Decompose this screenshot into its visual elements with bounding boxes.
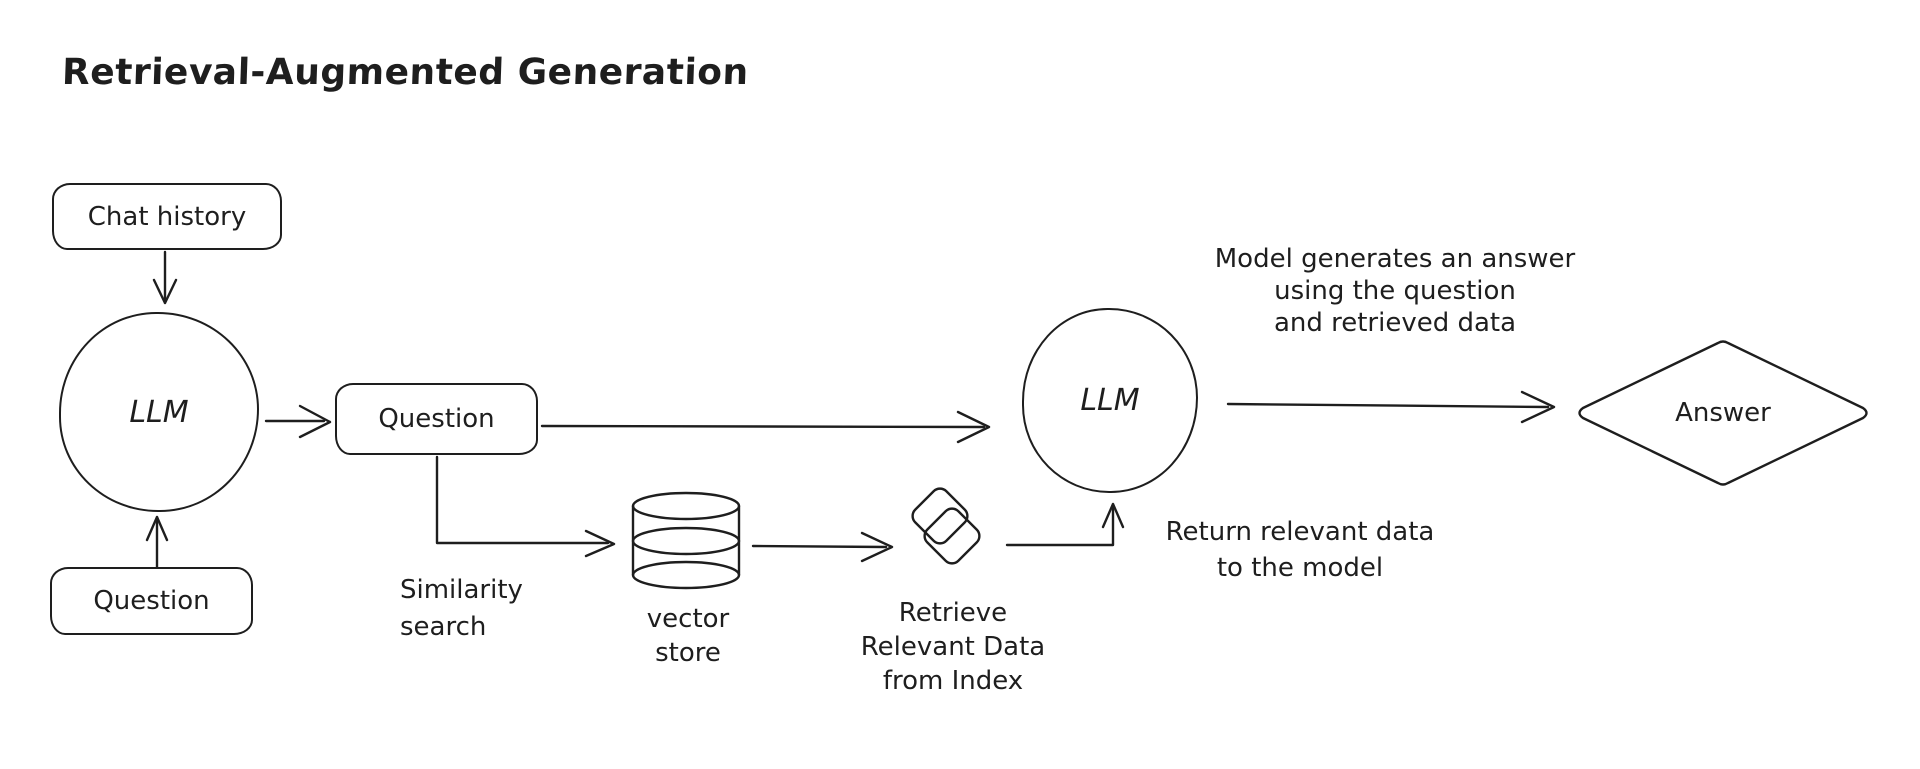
node-vector-store [628,490,744,596]
arrow-chat-history-to-llm [152,250,178,305]
llm-right-label: LLM [1080,383,1140,418]
question-mid-label: Question [378,404,495,434]
diamond-shape [1578,340,1868,486]
llm-left-label: LLM [129,394,189,430]
arrow-question-to-llm [145,515,169,569]
node-llm-right: LLM [1022,308,1198,493]
node-chat-history: Chat history [52,183,282,250]
arrow-llm-to-question [264,404,332,439]
arrow-vector-store-to-retrieve [751,531,894,563]
retrieve-label: Retrieve Relevant Data from Index [860,598,1046,696]
node-question-mid: Question [335,383,538,455]
node-retrieve [898,484,998,584]
model-generates-label: Model generates an answer using the ques… [1214,244,1576,338]
arrow-retrieve-to-llm-right [1005,502,1125,547]
chat-history-label: Chat history [87,201,247,232]
arrow-question-to-llm-right [540,410,991,444]
arrow-llm-right-to-answer [1226,390,1556,424]
similarity-search-label: Similarity search [400,575,523,642]
arrow-question-to-vector-store [435,455,616,558]
node-answer: Answer [1572,336,1874,490]
question-left-label: Question [93,586,210,616]
node-llm-left: LLM [59,312,259,512]
answer-label: Answer [1675,398,1771,428]
database-cylinder-icon [631,491,741,590]
return-relevant-label: Return relevant data to the model [1165,517,1435,583]
diagram-title: Retrieval-Augmented Generation [61,52,750,93]
node-question-left: Question [50,567,253,635]
stacked-squares-icon [911,487,981,565]
vector-store-label: vector store [646,604,730,668]
